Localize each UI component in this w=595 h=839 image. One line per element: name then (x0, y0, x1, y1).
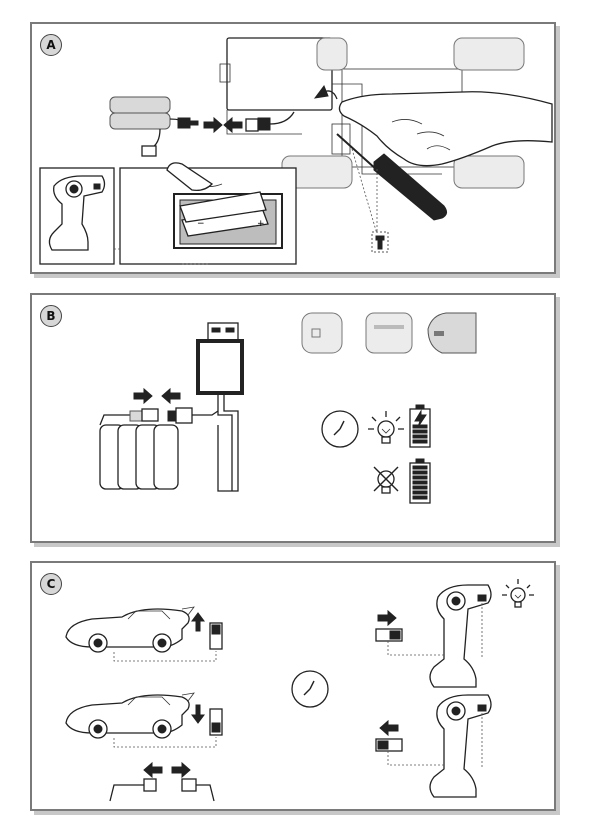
battery-charging-icon (410, 405, 430, 447)
laptop-port-icon (366, 313, 412, 353)
panel-a: A (30, 22, 556, 274)
connect-arrows-icon (204, 118, 242, 132)
switch-up-icon (192, 613, 222, 649)
screw-icon (372, 232, 388, 252)
power-switch-on-icon (376, 611, 444, 655)
charger-connector-icon (168, 408, 218, 423)
led-on-icon (368, 411, 404, 443)
panel-a-drawing: − + (32, 24, 558, 276)
car-off-icon (66, 693, 216, 747)
disconnect-arrows-icon (144, 763, 190, 777)
panel-c: C (30, 561, 556, 811)
plug-arrows-icon (134, 389, 180, 403)
car-connector-icon (246, 112, 294, 131)
battery-full-icon (410, 459, 430, 503)
switch-down-icon (192, 705, 222, 735)
clock-icon-c (292, 671, 328, 707)
power-switch-off-icon (376, 721, 444, 765)
polarity-plus-label: + (257, 219, 265, 229)
car-on-icon (66, 607, 216, 661)
hand-icon (339, 92, 552, 166)
wall-adapter-icon (302, 313, 342, 353)
transmitter-off-icon (430, 695, 491, 797)
battery-pack-large-icon (100, 409, 178, 489)
transmitter-on-icon (430, 585, 491, 687)
panel-b: B (30, 293, 556, 543)
usb-charger-icon (198, 323, 242, 491)
unplugged-connectors-icon (110, 779, 214, 801)
clock-icon (322, 411, 358, 447)
polarity-minus-label: − (197, 219, 205, 229)
panel-c-drawing (32, 563, 558, 813)
power-bank-icon (428, 313, 476, 353)
led-off-icon (374, 467, 398, 493)
battery-pack-icon (110, 97, 198, 156)
panel-b-drawing (32, 295, 558, 545)
transmitter-led-on-icon (502, 579, 534, 607)
